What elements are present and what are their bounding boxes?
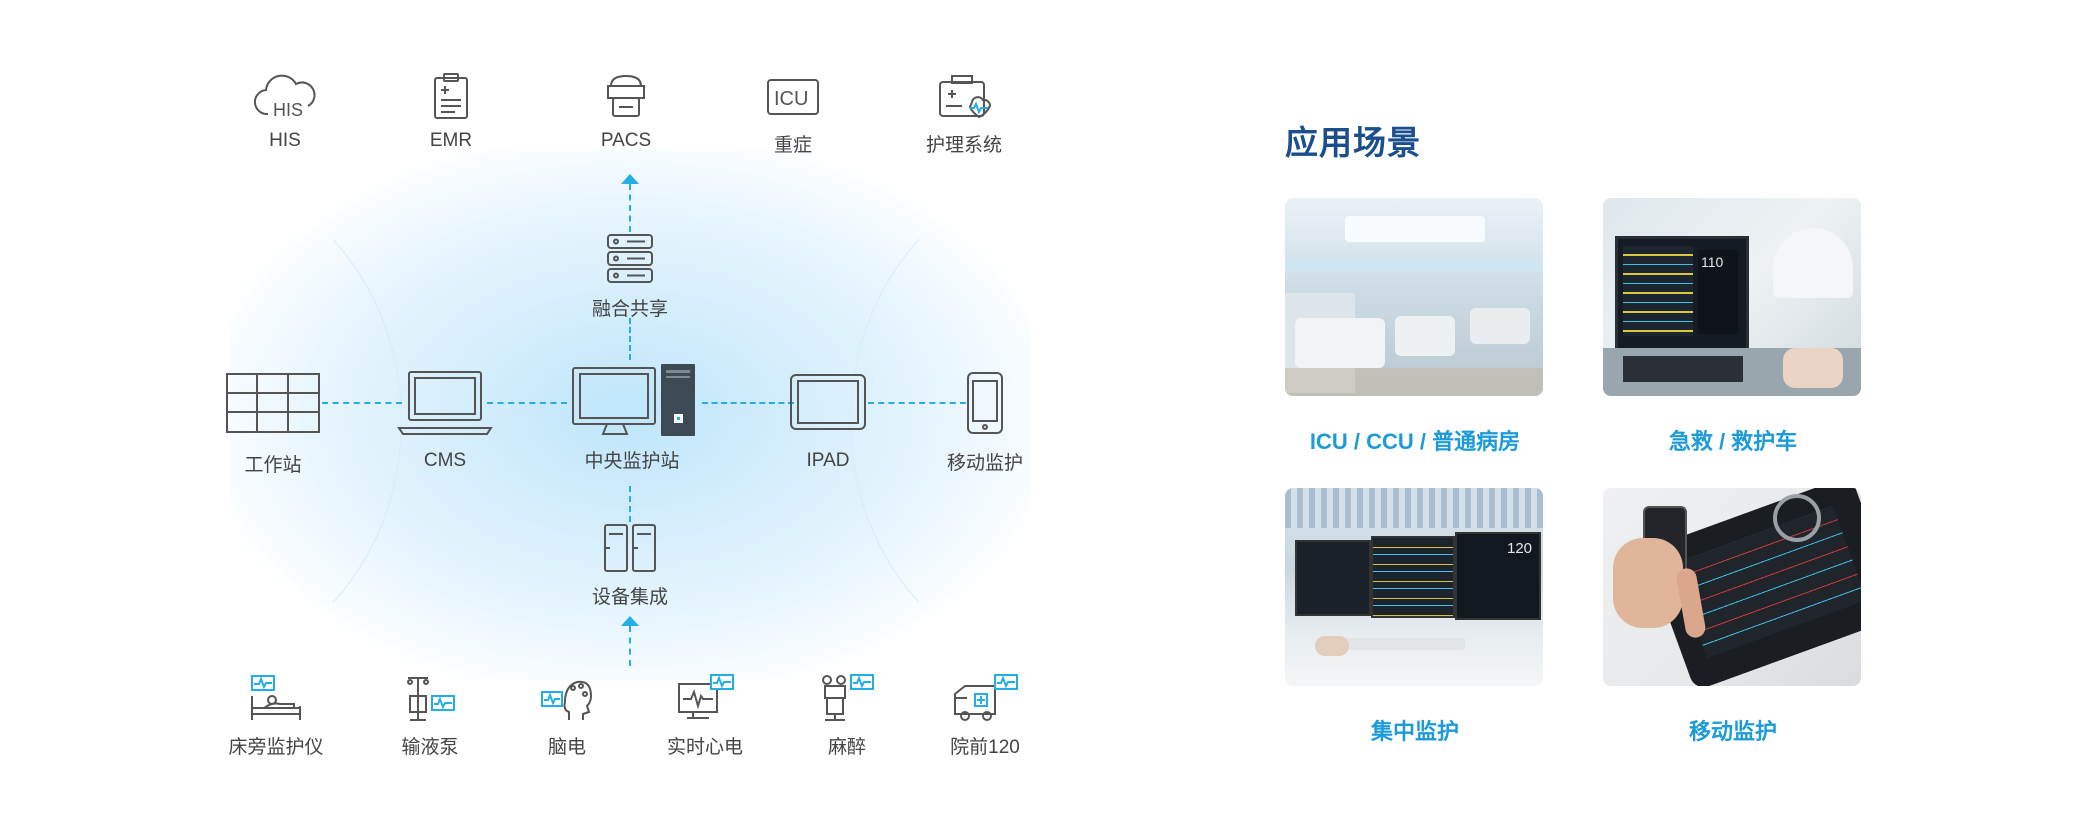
server-stack-icon — [607, 234, 653, 283]
clipboard-icon — [434, 73, 468, 119]
ipad-node: IPAD — [758, 372, 898, 472]
icu-icon: ICU — [767, 79, 819, 115]
ecg-icon — [678, 674, 734, 719]
icu-node: ICU 重症 — [723, 72, 863, 157]
icu-icon-text: ICU — [774, 88, 808, 110]
cloud-his-icon: HIS — [254, 74, 316, 120]
scenario-card-emergency[interactable]: 110 急救 / 救护车 — [1603, 198, 1863, 456]
pacs-node: PACS — [556, 72, 696, 152]
emergency-monitor-photo: 110 — [1603, 198, 1861, 396]
ambulance-icon — [954, 674, 1018, 721]
scenario-caption-ward: ICU / CCU / 普通病房 — [1309, 429, 1521, 454]
scenario-card-ward[interactable]: ICU / CCU / 普通病房 — [1285, 198, 1545, 456]
system-diagram: HIS HIS EMR PACS ICU 重症 — [0, 72, 1055, 759]
device-integration-node: 设备集成 — [560, 522, 700, 609]
right-arc — [850, 170, 1292, 672]
ipad-label: IPAD — [806, 450, 850, 471]
emr-label: EMR — [429, 130, 473, 151]
bedside-monitor-node: 床旁监护仪 — [206, 672, 346, 759]
central-screen-value: 120 — [1507, 540, 1533, 557]
infusion-pump-icon — [407, 677, 455, 721]
eeg-label: 脑电 — [547, 737, 586, 758]
emr-node: EMR — [381, 72, 521, 152]
arrow-up-to-device — [621, 616, 639, 626]
mobile-label: 移动监护 — [946, 453, 1023, 474]
laptop-icon — [397, 371, 493, 435]
dash-central-ipad — [702, 402, 794, 404]
infusion-pump-node: 输液泵 — [360, 672, 500, 759]
pacs-label: PACS — [600, 130, 652, 151]
smartphone-icon — [967, 372, 1003, 434]
eeg-icon — [541, 680, 593, 720]
dash-fusion-to-pacs — [629, 184, 631, 232]
ems-monitor-value: 110 — [1701, 254, 1724, 270]
fusion-node: 融合共享 — [560, 232, 700, 321]
workstation-label: 工作站 — [244, 455, 302, 476]
anesthesia-label: 麻醉 — [827, 737, 866, 758]
anesthesia-node: 麻醉 — [777, 672, 917, 759]
arrow-up-to-pacs — [621, 174, 639, 184]
dash-bottom-to-device — [629, 626, 631, 666]
central-station-icon — [572, 364, 695, 436]
eeg-node: 脑电 — [497, 672, 637, 759]
ecg-node: 实时心电 — [635, 672, 775, 759]
bedside-monitor-label: 床旁监护仪 — [228, 737, 324, 758]
device-integration-label: 设备集成 — [591, 587, 668, 608]
central-station-node: 中央监护站 — [557, 362, 707, 473]
cms-node: CMS — [375, 368, 515, 472]
ambulance-node: 院前120 — [915, 672, 1055, 759]
scenario-card-central[interactable]: 120 集中监护 — [1285, 488, 1545, 746]
left-arc — [0, 170, 402, 672]
his-label: HIS — [269, 130, 301, 151]
ambulance-label: 院前120 — [950, 737, 1020, 758]
fusion-label: 融合共享 — [591, 299, 668, 320]
anesthesia-icon — [822, 674, 874, 721]
bedside-monitor-icon — [251, 675, 301, 720]
nursing-kit-icon — [939, 75, 992, 119]
nursing-node: 护理系统 — [894, 72, 1034, 157]
device-cabinets-icon — [604, 524, 656, 572]
ecg-label: 实时心电 — [666, 737, 743, 758]
dash-workstation-cms — [322, 402, 402, 404]
dash-cms-central — [487, 402, 567, 404]
workstation-node: 工作站 — [203, 372, 343, 477]
scanner-icon — [607, 74, 645, 117]
central-station-photo: 120 — [1285, 488, 1543, 686]
dash-ipad-mobile — [868, 402, 966, 404]
scenario-title: 应用场景 — [1285, 124, 1421, 161]
scenario-panel: 应用场景 ICU / CCU / 普通病房 110 急救 / 救护车 — [1285, 110, 1985, 770]
mobile-node: 移动监护 — [915, 370, 1055, 475]
scenario-caption-central: 集中监护 — [1370, 719, 1459, 744]
dash-central-to-fusion — [629, 318, 631, 360]
his-node: HIS HIS — [215, 72, 355, 152]
his-icon-text: HIS — [273, 100, 303, 120]
tablet-monitor-photo — [1603, 488, 1861, 686]
nursing-label: 护理系统 — [925, 135, 1002, 156]
scenario-caption-mobile: 移动监护 — [1688, 719, 1777, 744]
tablet-icon — [790, 374, 866, 430]
icu-label: 重症 — [773, 135, 812, 156]
cms-label: CMS — [423, 450, 467, 471]
scenario-card-mobile[interactable]: 移动监护 — [1603, 488, 1863, 746]
workstation-grid-icon — [226, 373, 320, 433]
scenario-caption-emergency: 急救 / 救护车 — [1668, 429, 1798, 454]
hospital-ward-photo — [1285, 198, 1543, 396]
central-station-label: 中央监护站 — [584, 451, 680, 472]
infusion-pump-label: 输液泵 — [401, 737, 459, 758]
dash-device-to-central — [629, 486, 631, 522]
